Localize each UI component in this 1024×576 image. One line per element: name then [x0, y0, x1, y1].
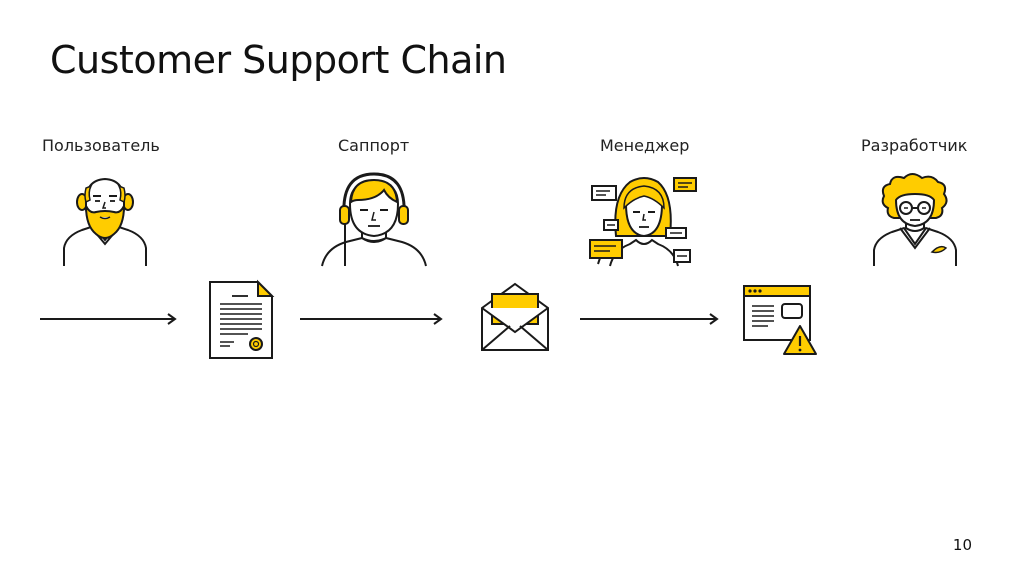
envelope-icon [480, 282, 550, 352]
support-headset-icon [318, 172, 430, 268]
slide-title: Customer Support Chain [50, 38, 507, 82]
role-label-developer: Разработчик [861, 136, 968, 155]
role-label-manager: Менеджер [600, 136, 690, 155]
flow-arrow-3 [580, 312, 720, 326]
flow-arrow-1 [40, 312, 178, 326]
role-label-user: Пользователь [42, 136, 160, 155]
document-icon [208, 279, 275, 360]
role-label-support: Саппорт [338, 136, 410, 155]
browser-warning-icon [742, 284, 820, 358]
page-number: 10 [952, 536, 972, 554]
flow-arrow-2 [300, 312, 444, 326]
manager-messages-icon [588, 176, 700, 268]
developer-icon [870, 173, 960, 266]
bearded-user-icon [60, 174, 150, 266]
